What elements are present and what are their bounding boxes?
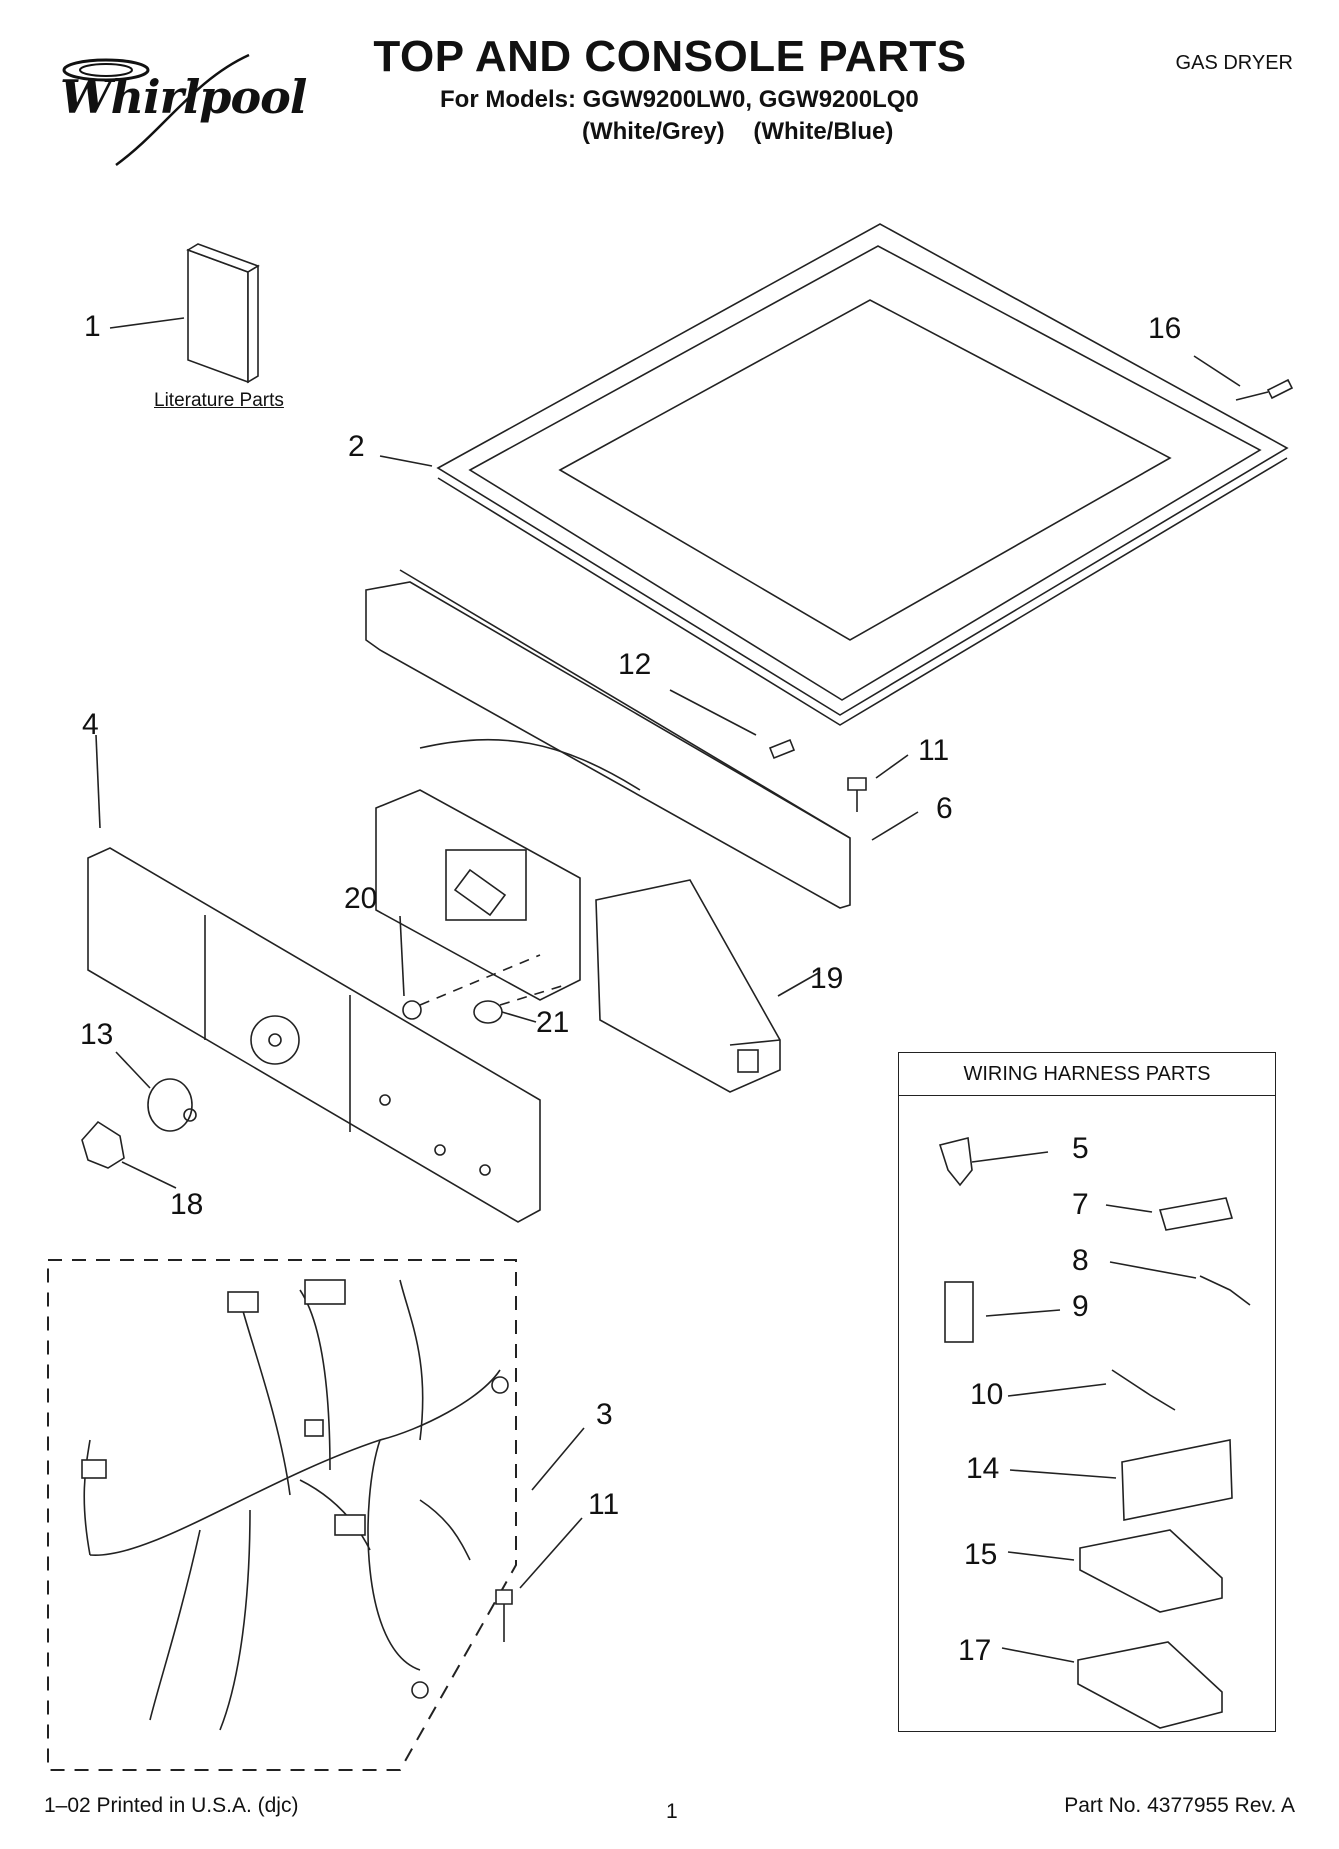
variant-white-grey: (White/Grey) <box>582 118 725 145</box>
terminal-10 <box>1111 1369 1176 1411</box>
callout-9: 9 <box>1072 1290 1089 1323</box>
variant-white-blue: (White/Blue) <box>753 118 894 145</box>
print-info: 1–02 Printed in U.S.A. (djc) <box>44 1794 299 1817</box>
callout-11-top: 11 <box>918 734 950 767</box>
callout-6: 6 <box>936 792 953 825</box>
screw-11-harness <box>495 1589 513 1642</box>
leader-lines <box>95 317 1241 1663</box>
callout-13: 13 <box>80 1018 114 1051</box>
models-line: For Models: GGW9200LW0, GGW9200LQ0 <box>440 86 919 113</box>
wiring-harness-parts-box <box>898 1052 1276 1732</box>
screw-16 <box>1235 378 1294 401</box>
wiring-harness-box <box>47 1259 517 1771</box>
callout-15: 15 <box>964 1538 998 1571</box>
callout-10: 10 <box>970 1378 1004 1411</box>
callout-12: 12 <box>618 648 652 681</box>
knob-13 <box>147 1078 197 1132</box>
literature-booklet <box>186 243 260 384</box>
page-title: TOP AND CONSOLE PARTS <box>373 32 967 81</box>
connector-9 <box>944 1281 974 1343</box>
callout-7: 7 <box>1072 1188 1089 1221</box>
wiring-harness-parts-title: WIRING HARNESS PARTS <box>898 1052 1276 1096</box>
harness-clip-5 <box>938 1137 973 1187</box>
terminal-8 <box>1199 1275 1251 1306</box>
callout-4: 4 <box>82 708 99 741</box>
callout-1: 1 <box>84 310 101 343</box>
whirlpool-logo <box>44 40 284 170</box>
button-21 <box>473 1000 503 1024</box>
callout-5: 5 <box>1072 1132 1089 1165</box>
callout-20: 20 <box>344 882 378 915</box>
dryer-top <box>436 223 1289 726</box>
page-number: 1 <box>666 1800 678 1823</box>
connector-7 <box>1158 1197 1234 1231</box>
console-part-19 <box>595 879 781 1093</box>
product-type: GAS DRYER <box>1175 52 1293 74</box>
callout-8: 8 <box>1072 1244 1089 1277</box>
console-panel <box>87 847 541 1223</box>
callout-11-harness: 11 <box>588 1488 620 1521</box>
screw-11-top <box>847 777 867 812</box>
control-housing <box>375 789 581 1001</box>
callout-18: 18 <box>170 1188 204 1221</box>
connector-17 <box>1077 1641 1223 1729</box>
knob-18 <box>81 1120 125 1169</box>
callout-21: 21 <box>536 1006 570 1039</box>
part-number: Part No. 4377955 Rev. A <box>1064 1794 1295 1817</box>
model-variants: (White/Grey) (White/Blue) <box>582 118 915 146</box>
callout-2: 2 <box>348 430 365 463</box>
callout-17: 17 <box>958 1634 992 1667</box>
callout-16: 16 <box>1148 312 1182 345</box>
literature-parts-label: Literature Parts <box>154 390 284 411</box>
screw-12 <box>768 738 796 760</box>
button-20 <box>402 1000 422 1020</box>
connector-15 <box>1079 1529 1223 1613</box>
console-support-bracket <box>365 569 851 909</box>
callout-14: 14 <box>966 1452 1000 1485</box>
callout-19: 19 <box>810 962 844 995</box>
callout-3: 3 <box>596 1398 613 1431</box>
connector-14 <box>1121 1439 1233 1521</box>
wiring-harness <box>81 1279 509 1731</box>
brand-name: Whirlpool <box>60 70 307 124</box>
